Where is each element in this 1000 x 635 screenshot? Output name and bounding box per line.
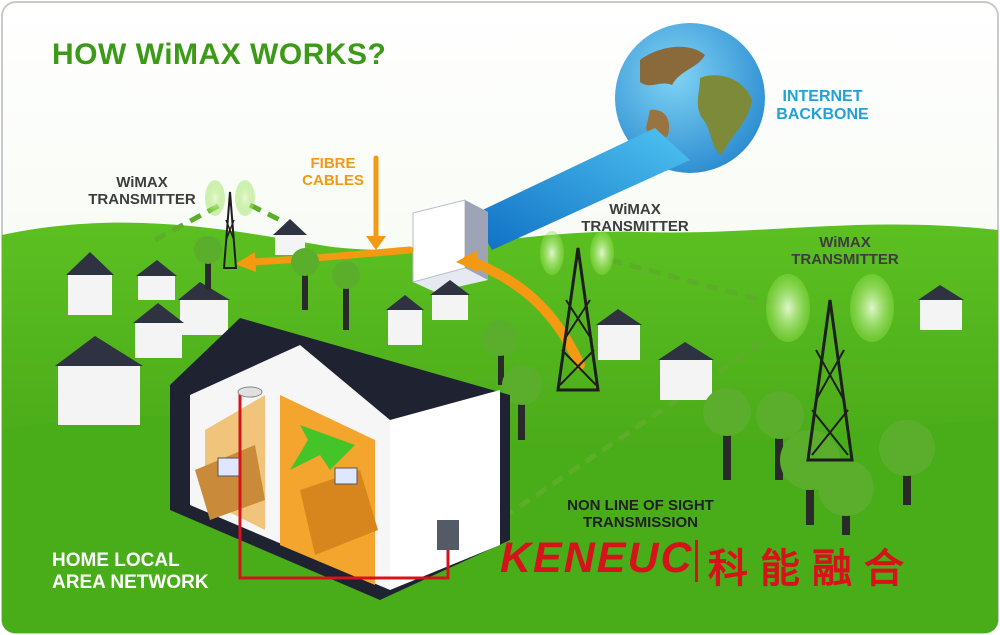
page-title: HOW WiMAX WORKS?: [52, 38, 387, 71]
tree: [291, 248, 319, 310]
nlos-transmission-label: NON LINE OF SIGHT TRANSMISSION: [567, 497, 714, 532]
house: [133, 303, 184, 358]
houses: [55, 219, 964, 425]
tree: [194, 236, 222, 290]
data-center-building: [412, 199, 488, 292]
brand-logo-chinese: 科能融合: [708, 547, 916, 591]
house: [430, 280, 470, 320]
house: [136, 260, 177, 300]
wimax-tower-left: [205, 180, 255, 269]
tree: [482, 320, 518, 385]
brand-separator: [695, 540, 698, 582]
tree: [332, 261, 360, 330]
wimax-tower-center: [540, 231, 614, 392]
tree: [818, 460, 874, 535]
wimax-tower-right: [766, 274, 894, 462]
house: [386, 295, 424, 345]
house: [658, 342, 714, 400]
house: [178, 282, 230, 335]
fibre-cables-label: FIBRE CABLES: [302, 155, 364, 190]
tree: [879, 420, 935, 505]
wimax-transmitter-right-label: WiMAX TRANSMITTER: [791, 234, 899, 269]
house: [273, 219, 307, 255]
internet-backbone-label: INTERNET BACKBONE: [776, 88, 869, 124]
wimax-transmitter-center-label: WiMAX TRANSMITTER: [581, 201, 689, 236]
backbone-link: [472, 128, 690, 250]
wimax-transmitter-left-label: WiMAX TRANSMITTER: [88, 174, 196, 209]
home-cutaway: [170, 318, 510, 600]
brand-logo-latin: KENEUC: [500, 534, 694, 582]
tree: [756, 391, 804, 480]
trees: [194, 236, 935, 535]
house: [596, 309, 642, 360]
fibre-cables: [235, 155, 585, 370]
house: [918, 285, 964, 330]
home-lan-label: HOME LOCAL AREA NETWORK: [52, 550, 209, 593]
house: [55, 336, 143, 425]
tree: [703, 388, 751, 480]
tree: [502, 365, 542, 440]
house: [66, 252, 114, 315]
